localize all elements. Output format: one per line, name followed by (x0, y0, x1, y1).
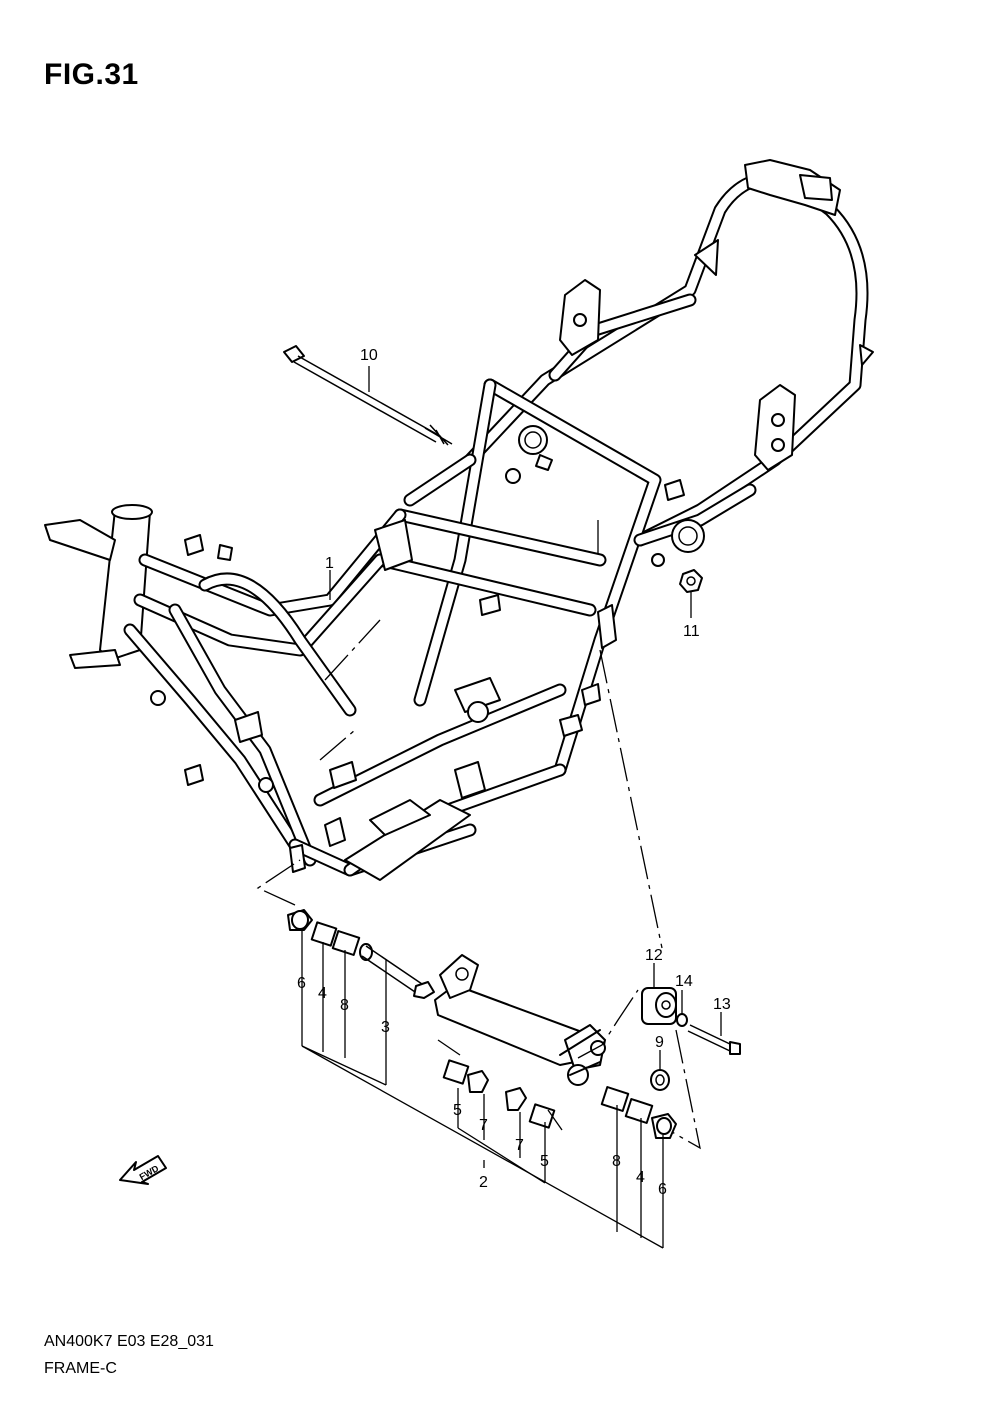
center-bushing-group (442, 1059, 556, 1129)
part-2-mounting-bracket (434, 954, 606, 1086)
callout-10: 10 (360, 347, 378, 364)
fwd-direction-arrow: FWD (119, 1155, 167, 1185)
callout-8-left: 8 (340, 997, 349, 1014)
callout-11: 11 (683, 623, 700, 640)
callout-8-right: 8 (612, 1153, 621, 1170)
callout-9: 9 (655, 1034, 664, 1051)
callout-7-center: 7 (479, 1117, 488, 1134)
callout-6-left: 6 (297, 975, 306, 992)
callout-numbers: 10 1 11 12 14 13 9 6 4 8 3 5 7 2 7 5 8 4… (297, 347, 731, 1198)
callout-4-right: 4 (636, 1169, 645, 1186)
part-14-washer (676, 1013, 688, 1027)
callout-12: 12 (645, 947, 663, 964)
main-frame (44, 159, 874, 881)
part-13-bolt (687, 1024, 741, 1055)
callout-5-center: 5 (453, 1102, 462, 1119)
leader-lines (301, 366, 722, 1249)
callout-3: 3 (381, 1019, 390, 1036)
part-9-washer (650, 1069, 670, 1091)
callout-4-left: 4 (318, 985, 327, 1002)
figure-title: FIG.31 (44, 58, 139, 91)
callout-14: 14 (675, 973, 693, 990)
part-12-damper (641, 987, 677, 1025)
left-bushing-group (287, 909, 435, 999)
callout-2: 2 (479, 1174, 488, 1191)
callout-13: 13 (713, 996, 731, 1013)
right-bushing-group (600, 1086, 677, 1139)
part-11-nut (679, 569, 703, 593)
callout-7-right: 7 (515, 1137, 524, 1154)
callout-1: 1 (325, 555, 334, 572)
group-name: FRAME-C (44, 1360, 117, 1377)
assembly-guide-lines (256, 520, 701, 1150)
callout-5-right: 5 (540, 1153, 549, 1170)
callout-6-right: 6 (658, 1181, 667, 1198)
part-10-long-bolt (283, 345, 453, 446)
model-code: AN400K7 E03 E28_031 (44, 1333, 214, 1350)
